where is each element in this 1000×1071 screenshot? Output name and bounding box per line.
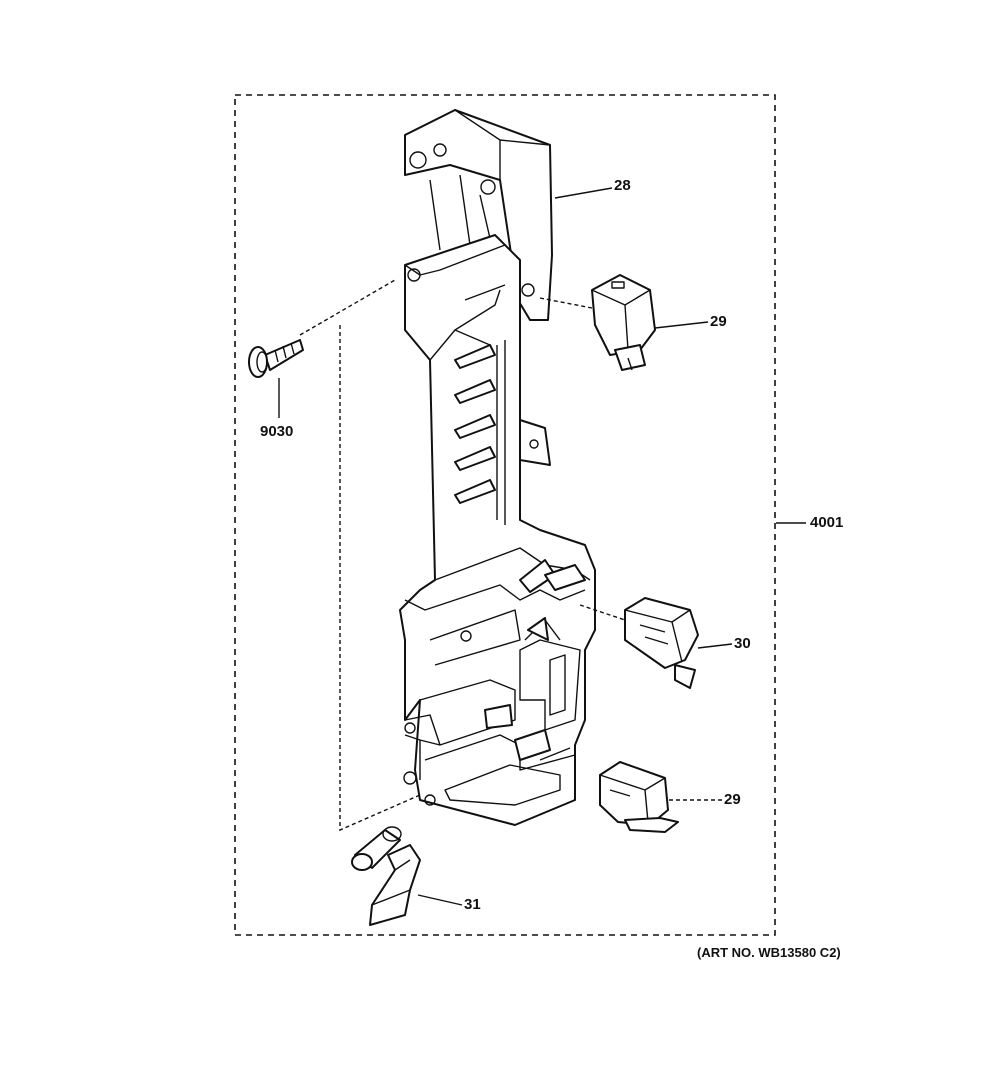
- callout-31: 31: [464, 896, 481, 913]
- callout-28: 28: [614, 177, 631, 194]
- leader-28: [554, 187, 613, 199]
- leader-29-top-dashed: [539, 297, 593, 309]
- callout-29-top: 29: [710, 313, 727, 330]
- callout-9030: 9030: [260, 423, 294, 440]
- leader-29-top: [654, 321, 709, 329]
- leader-31: [417, 894, 463, 906]
- switch-middle-part: [624, 597, 699, 689]
- assembly-boundary: [234, 94, 776, 936]
- mounting-line: [299, 279, 421, 832]
- art-number: (ART NO. WB13580 C2): [697, 945, 841, 960]
- switch-bottom-part: [599, 761, 679, 833]
- screw-part: [248, 339, 304, 378]
- callout-29-bottom: 29: [724, 791, 741, 808]
- callout-4001: 4001: [810, 514, 844, 531]
- leader-30-dashed: [579, 604, 626, 621]
- leader-30: [697, 643, 733, 649]
- switch-top-part: [591, 274, 656, 371]
- door-latch-bracket: [399, 109, 596, 826]
- callout-30: 30: [734, 635, 751, 652]
- lever-part: [351, 826, 421, 926]
